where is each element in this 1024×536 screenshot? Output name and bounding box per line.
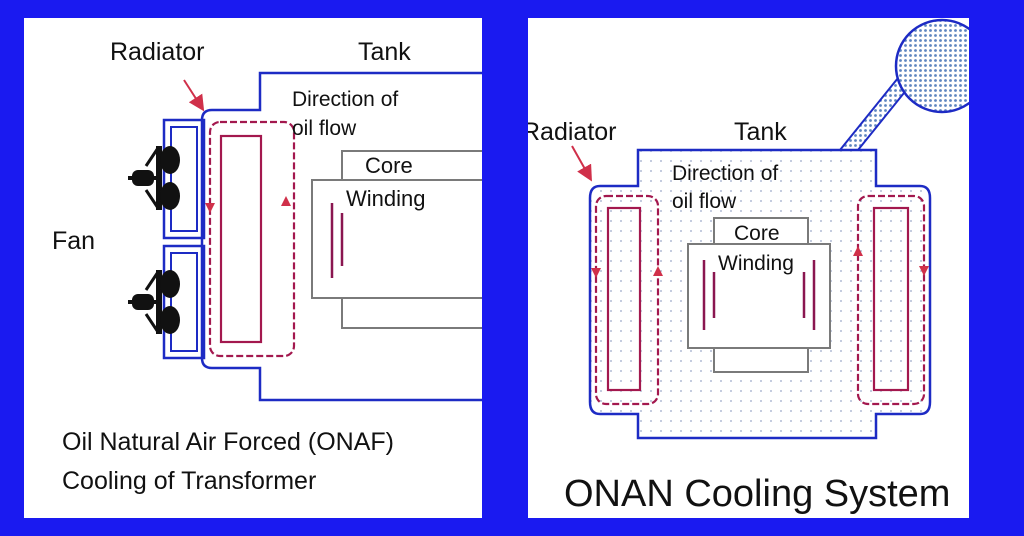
onaf-fan-label: Fan	[52, 227, 95, 255]
onaf-fan-radiator-lower	[162, 244, 206, 360]
onaf-flow-arrow-up	[281, 196, 291, 206]
onaf-core-outline	[311, 150, 482, 329]
onan-oil-flow-loop-right	[856, 194, 926, 406]
onaf-core-label: Core	[365, 153, 413, 178]
onaf-radiator-label: Radiator	[110, 38, 205, 66]
onaf-radiator-pointer	[183, 79, 205, 112]
onan-winding-box	[687, 243, 831, 349]
onan-direction-label: Direction of	[672, 162, 778, 185]
onaf-flow-arrow-down	[205, 203, 215, 213]
onaf-winding-label: Winding	[346, 186, 425, 211]
onan-diagram-panel: Radiator Tank Direction of oil flow Core…	[528, 18, 969, 518]
onan-conservator-pipe	[837, 76, 910, 151]
onaf-oil-flow-loop	[208, 120, 296, 358]
onaf-caption-line1: Oil Natural Air Forced (ONAF)	[62, 428, 394, 456]
onaf-caption-line2: Cooling of Transformer	[62, 467, 316, 495]
onaf-tank-label: Tank	[358, 38, 411, 66]
onaf-diagram-panel: Radiator Tank Direction of oil flow Core…	[24, 18, 482, 518]
onan-caption: ONAN Cooling System	[564, 473, 950, 515]
onan-radiator-label: Radiator	[528, 118, 617, 146]
onan-core-bottom	[713, 347, 809, 373]
onan-oil-flow-loop-left	[594, 194, 660, 406]
fan-icon	[128, 270, 180, 334]
onan-winding-label: Winding	[718, 252, 794, 275]
onaf-oil-flow-label: oil flow	[292, 117, 357, 140]
fan-icon	[128, 146, 180, 210]
onaf-fan-radiator-upper	[162, 118, 206, 240]
onan-tank-label: Tank	[734, 118, 787, 146]
onaf-diagram: Radiator Tank Direction of oil flow Core…	[52, 38, 482, 495]
onaf-direction-label: Direction of	[292, 88, 398, 111]
onan-oil-flow-label: oil flow	[672, 190, 737, 213]
onan-core-top	[713, 217, 809, 245]
onan-conservator	[894, 18, 969, 114]
onan-radiator-pointer	[571, 145, 592, 182]
onan-core-label: Core	[734, 222, 780, 245]
onan-diagram: Radiator Tank Direction of oil flow Core…	[528, 18, 969, 515]
